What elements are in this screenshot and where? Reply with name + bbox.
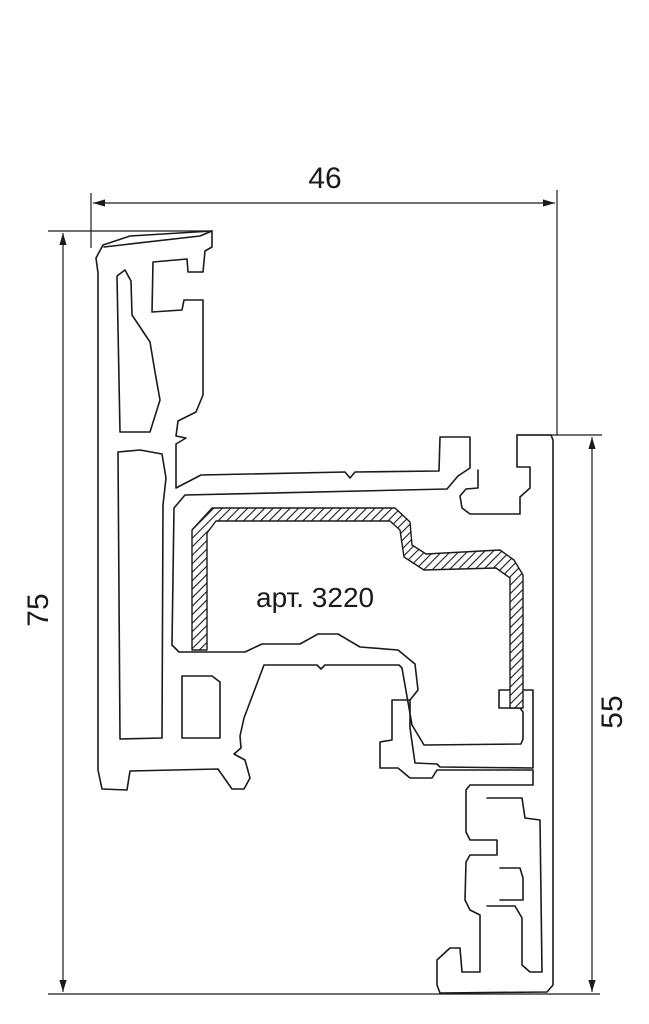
frame-mid-rib [499, 867, 524, 901]
sash-top-lip [103, 230, 213, 248]
frame-top-hook [459, 434, 531, 515]
sash-profile [95, 230, 534, 791]
right-height-dimension-label: 55 [596, 695, 629, 728]
frame-lower-chamber [486, 797, 543, 973]
sash-inner-chamber-top [116, 269, 161, 433]
sash-inner-chamber-small [181, 675, 221, 739]
insert-article-label: арт. 3220 [256, 582, 374, 613]
left-height-dimension: 75 [22, 230, 600, 995]
left-height-dimension-label: 75 [22, 593, 55, 626]
right-height-dimension: 55 [517, 434, 629, 992]
frame-profile [379, 434, 554, 994]
width-dimension: 46 [90, 162, 558, 435]
sash-profile-outline [95, 230, 534, 791]
sash-inner-chamber-tall [117, 449, 167, 740]
reinforcing-insert [191, 507, 524, 709]
frame-profile-outline [379, 434, 554, 994]
width-dimension-label: 46 [308, 162, 341, 195]
